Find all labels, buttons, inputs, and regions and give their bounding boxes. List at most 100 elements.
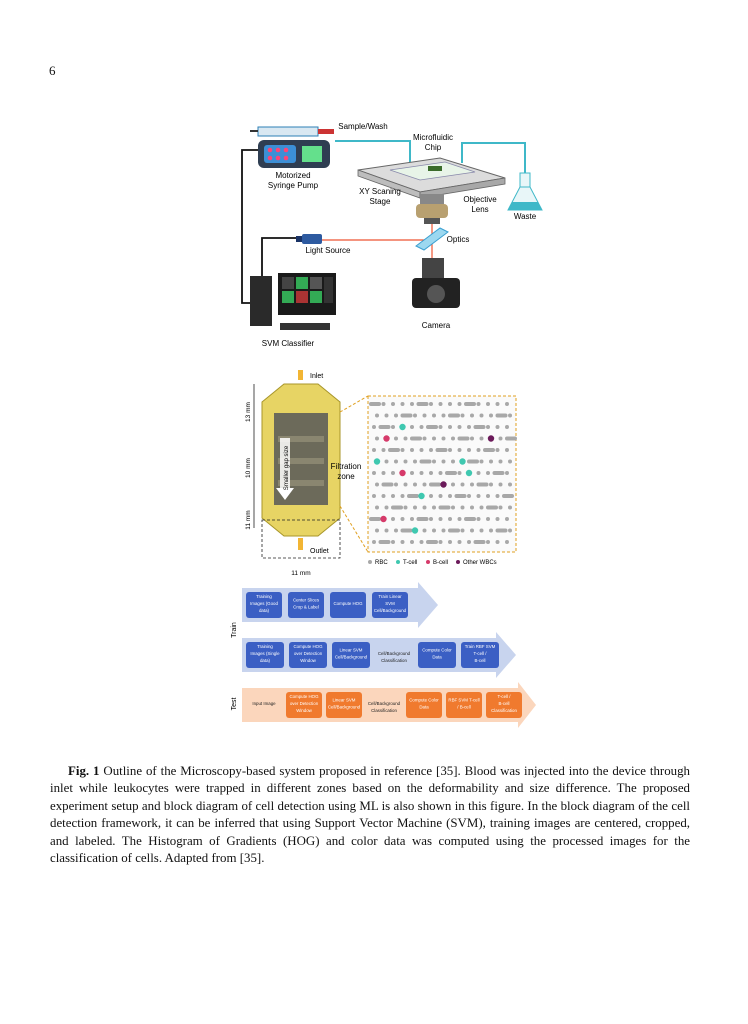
rbc-marker bbox=[410, 540, 414, 544]
rbc-marker bbox=[372, 471, 376, 475]
rbc-marker bbox=[422, 505, 427, 510]
rbc-marker bbox=[400, 448, 405, 452]
rbc-marker bbox=[413, 482, 417, 487]
setup-diagram: Motorized Syringe Pump Sample/Wash Micro… bbox=[241, 122, 543, 348]
rbc-marker bbox=[508, 482, 512, 487]
rbc-marker bbox=[410, 436, 422, 441]
rbc-marker bbox=[441, 528, 446, 533]
rbc-marker bbox=[416, 402, 429, 406]
rbc-marker bbox=[451, 436, 455, 441]
rbc-marker bbox=[369, 402, 381, 406]
rbc-marker bbox=[410, 402, 414, 406]
rbc-marker bbox=[451, 482, 455, 487]
rbc-marker bbox=[448, 425, 452, 429]
rbc-marker bbox=[394, 413, 398, 418]
rbc-marker bbox=[400, 517, 405, 521]
svg-text:data): data) bbox=[259, 608, 270, 613]
rbc-marker bbox=[476, 494, 481, 498]
rbc-marker bbox=[378, 425, 391, 429]
rbc-marker bbox=[372, 494, 376, 498]
svg-text:Train: Train bbox=[231, 622, 238, 638]
svg-text:Compute HOG: Compute HOG bbox=[289, 694, 319, 699]
rbc-marker bbox=[438, 540, 443, 544]
camera-icon bbox=[412, 258, 460, 308]
svg-text:Window: Window bbox=[296, 708, 312, 713]
xy-stage-icon bbox=[357, 157, 506, 199]
filtration-zone-cells bbox=[369, 402, 517, 544]
rbc-marker bbox=[391, 471, 395, 475]
svg-text:Syringe Pump: Syringe Pump bbox=[268, 181, 319, 190]
svg-text:Input Image: Input Image bbox=[252, 701, 276, 706]
rbc-marker bbox=[467, 540, 471, 544]
cell-marker bbox=[373, 458, 381, 465]
rbc-marker bbox=[419, 425, 424, 429]
svg-text:XY Scaning: XY Scaning bbox=[359, 187, 401, 196]
svg-text:Optics: Optics bbox=[447, 235, 470, 244]
rbc-marker bbox=[429, 517, 433, 521]
rbc-marker bbox=[505, 448, 509, 452]
rbc-marker bbox=[381, 448, 386, 452]
rbc-marker bbox=[403, 505, 408, 510]
rbc-marker bbox=[435, 448, 448, 452]
rbc-marker bbox=[460, 505, 465, 510]
rbc-marker bbox=[486, 425, 490, 429]
rbc-marker bbox=[413, 505, 417, 510]
svg-text:Images (Single: Images (Single bbox=[250, 651, 280, 656]
rbc-marker bbox=[438, 505, 451, 510]
rbc-marker bbox=[384, 528, 389, 533]
svg-text:Cell/Background: Cell/Background bbox=[335, 655, 368, 660]
rbc-marker bbox=[375, 413, 379, 418]
rbc-marker bbox=[410, 517, 414, 521]
rbc-marker bbox=[448, 402, 452, 406]
rbc-marker bbox=[505, 471, 509, 475]
rbc-marker bbox=[495, 402, 500, 406]
svg-text:Cell/Background: Cell/Background bbox=[374, 608, 407, 613]
rbc-marker bbox=[400, 528, 413, 533]
rbc-marker bbox=[394, 436, 398, 441]
rbc-marker bbox=[495, 517, 500, 521]
rbc-marker bbox=[432, 413, 436, 418]
rbc-marker bbox=[448, 413, 460, 418]
page-number: 6 bbox=[49, 63, 56, 78]
rbc-marker bbox=[445, 471, 457, 475]
svg-text:Linear SVM: Linear SVM bbox=[333, 698, 356, 703]
svg-text:Chip: Chip bbox=[425, 143, 442, 152]
svg-text:Compute HOG: Compute HOG bbox=[333, 601, 363, 606]
rbc-marker bbox=[419, 448, 424, 452]
svg-text:Compute Color: Compute Color bbox=[409, 698, 439, 703]
rbc-marker bbox=[372, 425, 376, 429]
rbc-marker bbox=[457, 425, 462, 429]
svg-text:Inlet: Inlet bbox=[310, 373, 323, 380]
rbc-marker bbox=[470, 436, 474, 441]
rbc-marker bbox=[429, 482, 441, 487]
rbc-marker bbox=[502, 494, 514, 498]
rbc-marker bbox=[369, 517, 381, 521]
waste-flask-icon bbox=[507, 172, 543, 211]
rbc-marker bbox=[384, 505, 389, 510]
rbc-marker bbox=[457, 448, 462, 452]
rbc-marker bbox=[410, 471, 414, 475]
rbc-marker bbox=[432, 459, 436, 464]
rbc-marker bbox=[467, 459, 479, 464]
rbc-marker bbox=[467, 425, 471, 429]
rbc-marker bbox=[378, 540, 391, 544]
rbc-marker bbox=[451, 505, 455, 510]
rbc-marker bbox=[448, 528, 460, 533]
rbc-marker bbox=[486, 505, 498, 510]
rbc-marker bbox=[403, 482, 408, 487]
rbc-marker bbox=[460, 528, 465, 533]
cell-marker bbox=[459, 458, 466, 465]
rbc-marker bbox=[467, 494, 471, 498]
rbc-marker bbox=[476, 517, 481, 521]
rbc-marker bbox=[400, 494, 405, 498]
svg-text:RBF SVM T-cell: RBF SVM T-cell bbox=[448, 698, 479, 703]
svg-text:11 mm: 11 mm bbox=[245, 510, 252, 529]
rbc-marker bbox=[429, 494, 433, 498]
